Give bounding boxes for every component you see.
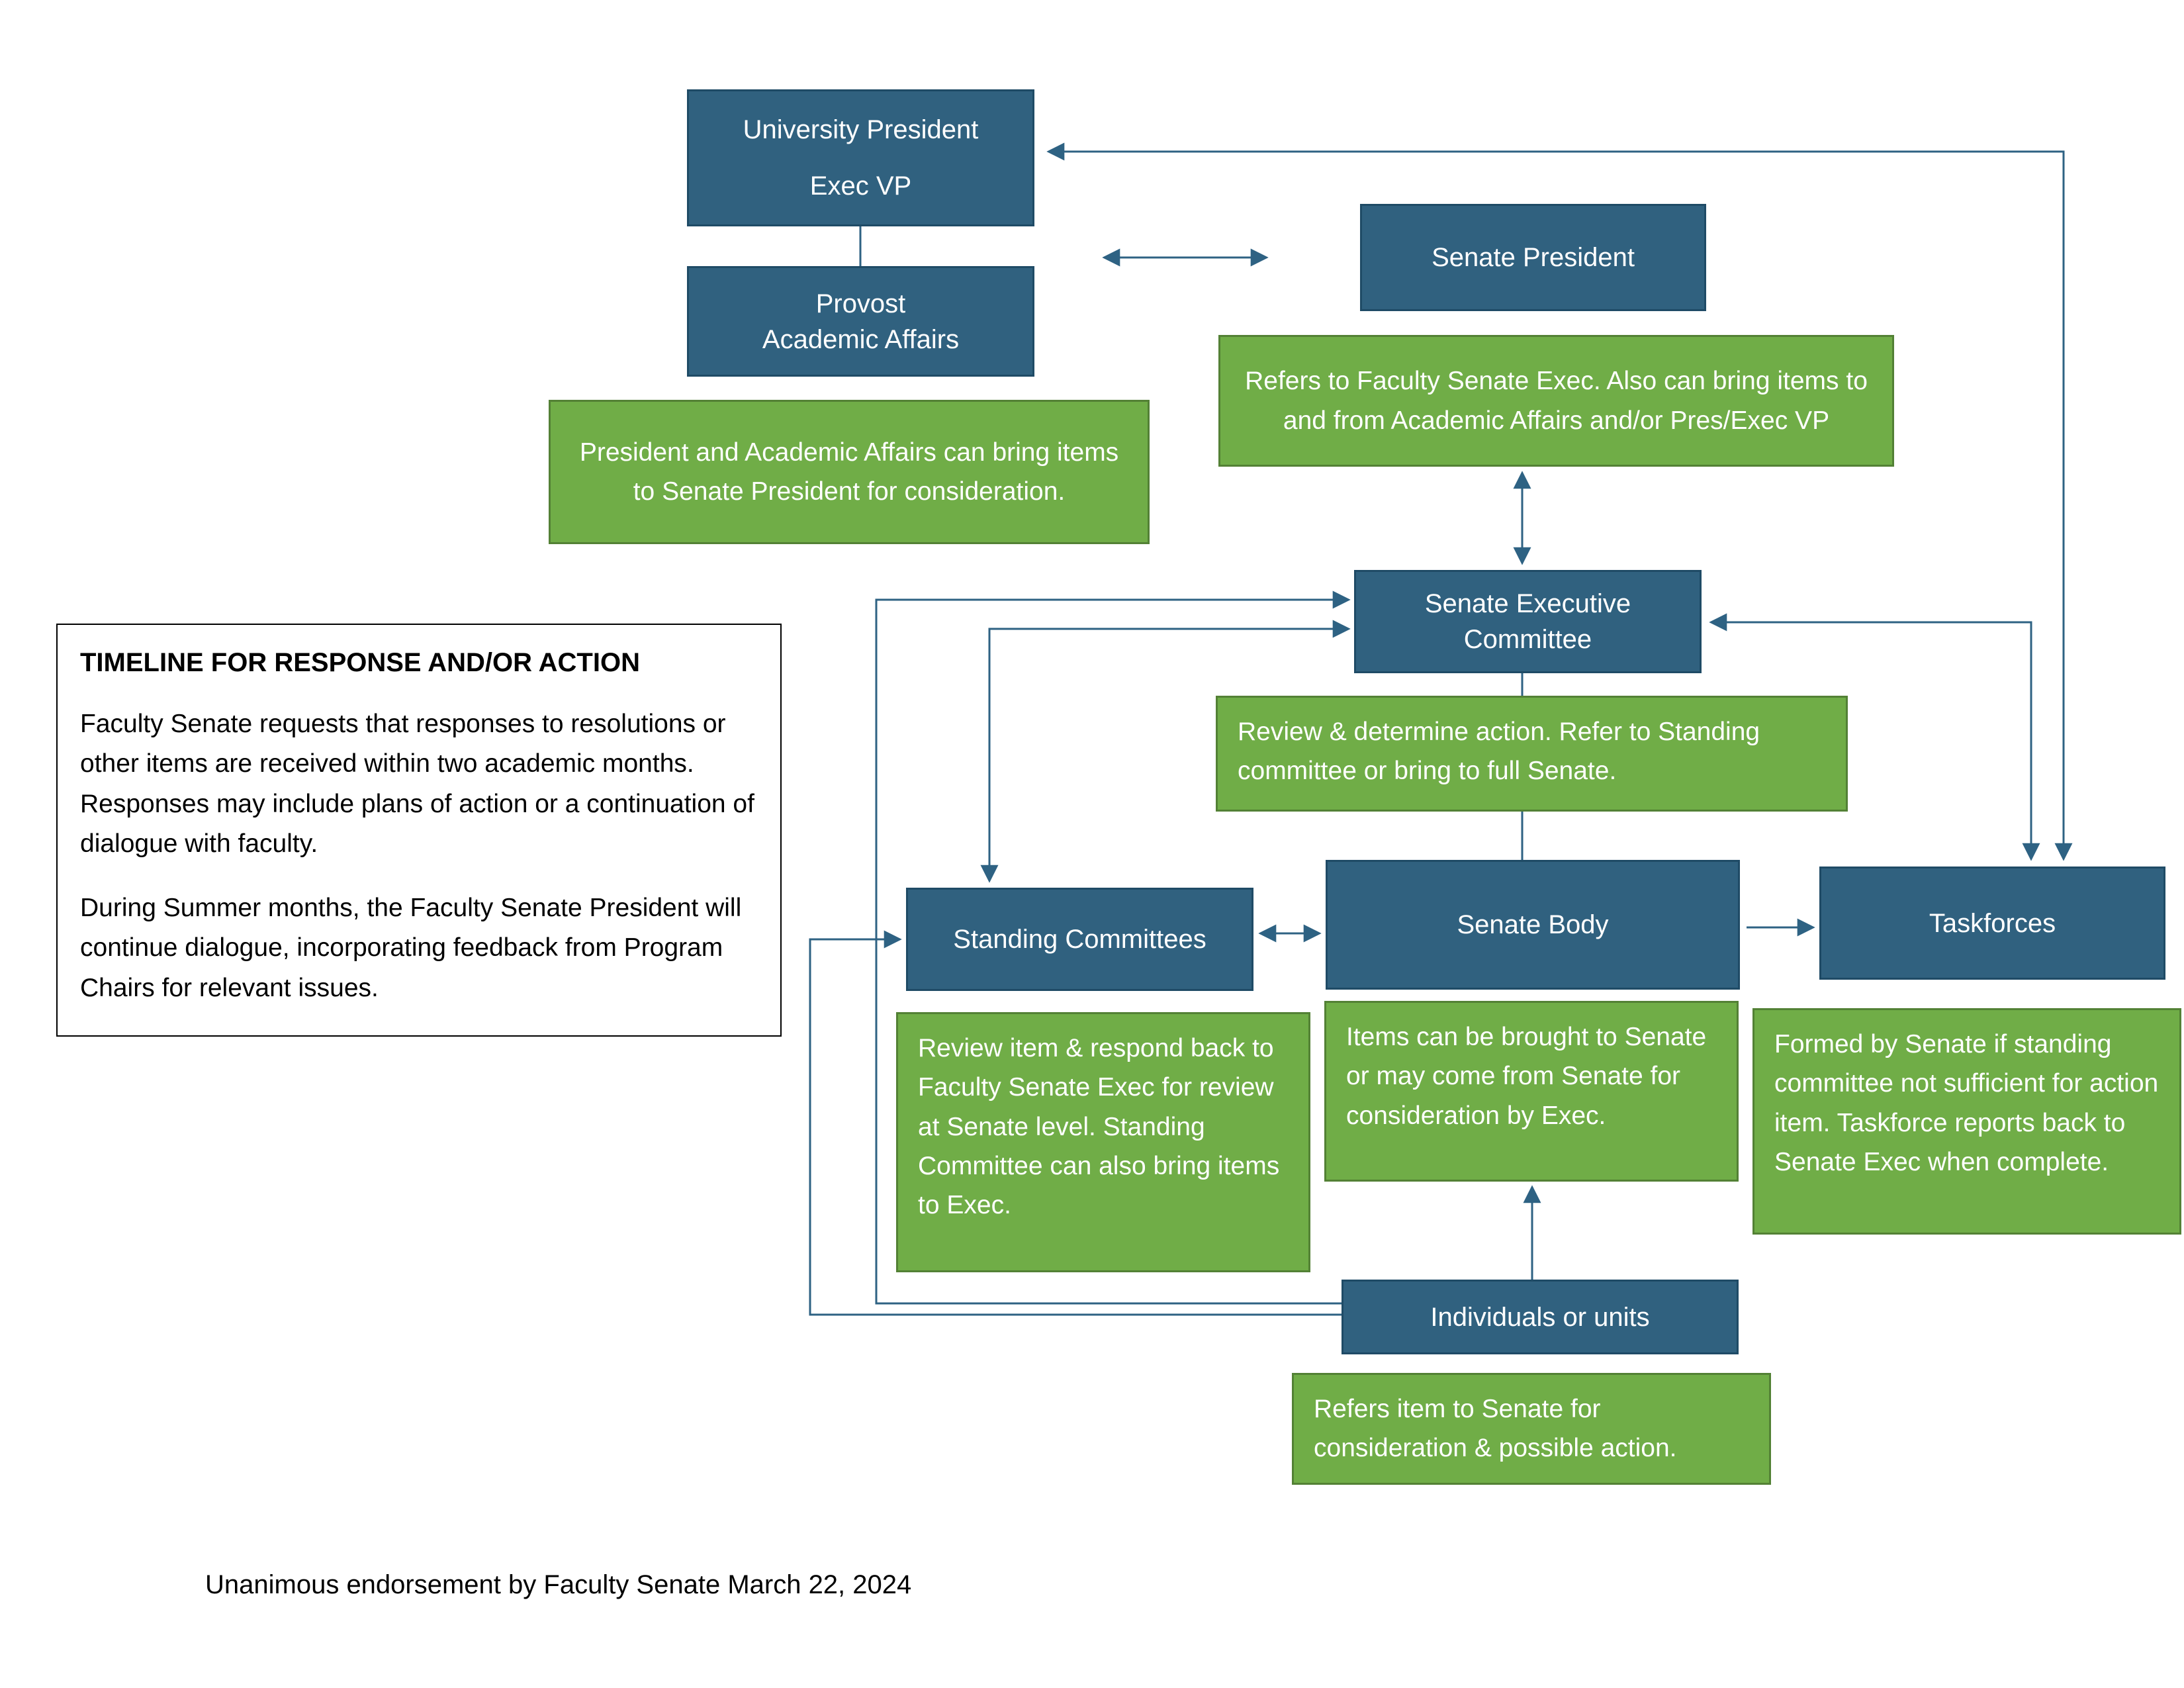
note-text: Review & determine action. Refer to Stan… (1238, 718, 1760, 786)
node-label: Senate President (1432, 243, 1635, 272)
node-senate-president: Senate President (1360, 204, 1706, 311)
note-text: Formed by Senate if standing committee n… (1774, 1030, 2159, 1176)
node-label: Academic Affairs (762, 324, 960, 354)
node-individuals-or-units: Individuals or units (1342, 1280, 1739, 1354)
timeline-paragraph-2: During Summer months, the Faculty Senate… (80, 893, 742, 1002)
node-taskforces: Taskforces (1819, 867, 2165, 980)
note-standing-committees: Review item & respond back to Faculty Se… (896, 1012, 1310, 1272)
node-label: Taskforces (1929, 908, 2056, 938)
arrow-individuals-senateexec-elbow (875, 590, 1351, 1305)
node-label: Individuals or units (1430, 1302, 1650, 1332)
node-label: University President (743, 115, 979, 144)
node-provost-academic-affairs: Provost Academic Affairs (687, 266, 1034, 377)
note-individuals-or-units: Refers item to Senate for consideration … (1292, 1373, 1771, 1485)
node-label: Exec VP (809, 171, 912, 201)
node-label: Senate Body (1457, 910, 1609, 939)
note-text: Refers to Faculty Senate Exec. Also can … (1245, 367, 1868, 435)
note-text: President and Academic Affairs can bring… (579, 438, 1119, 506)
node-standing-committees: Standing Committees (906, 888, 1253, 991)
arrow-senateexec-standingcommittees-elbow (980, 620, 1351, 883)
arrow-senateexec-taskforces-elbow (1709, 613, 2040, 861)
node-senate-body: Senate Body (1326, 860, 1740, 990)
arrow-taskforces-universitypresident-elbow (1046, 142, 2073, 861)
note-text: Review item & respond back to Faculty Se… (918, 1034, 1280, 1220)
node-label: Senate Executive (1424, 589, 1631, 618)
timeline-callout: TIMELINE FOR RESPONSE AND/OR ACTION Facu… (56, 624, 782, 1037)
timeline-title: TIMELINE FOR RESPONSE AND/OR ACTION (80, 648, 640, 677)
node-university-president: University President Exec VP (687, 89, 1034, 226)
note-senate-exec: Review & determine action. Refer to Stan… (1216, 696, 1848, 812)
timeline-paragraph-1: Faculty Senate requests that responses t… (80, 710, 754, 859)
node-label: Provost (815, 289, 906, 318)
note-taskforces: Formed by Senate if standing committee n… (1752, 1008, 2181, 1235)
arrow-individuals-standingcommittees-elbow (809, 930, 1342, 1316)
note-text: Items can be brought to Senate or may co… (1346, 1023, 1707, 1130)
node-label: Standing Committees (953, 925, 1206, 954)
note-president-academic-affairs: President and Academic Affairs can bring… (549, 400, 1150, 544)
note-senate-president: Refers to Faculty Senate Exec. Also can … (1218, 335, 1894, 467)
endorsement-text: Unanimous endorsement by Faculty Senate … (205, 1570, 912, 1599)
node-label: Committee (1463, 625, 1592, 654)
note-senate-body: Items can be brought to Senate or may co… (1324, 1001, 1739, 1182)
note-text: Refers item to Senate for consideration … (1314, 1395, 1677, 1463)
node-senate-executive-committee: Senate Executive Committee (1354, 570, 1702, 673)
